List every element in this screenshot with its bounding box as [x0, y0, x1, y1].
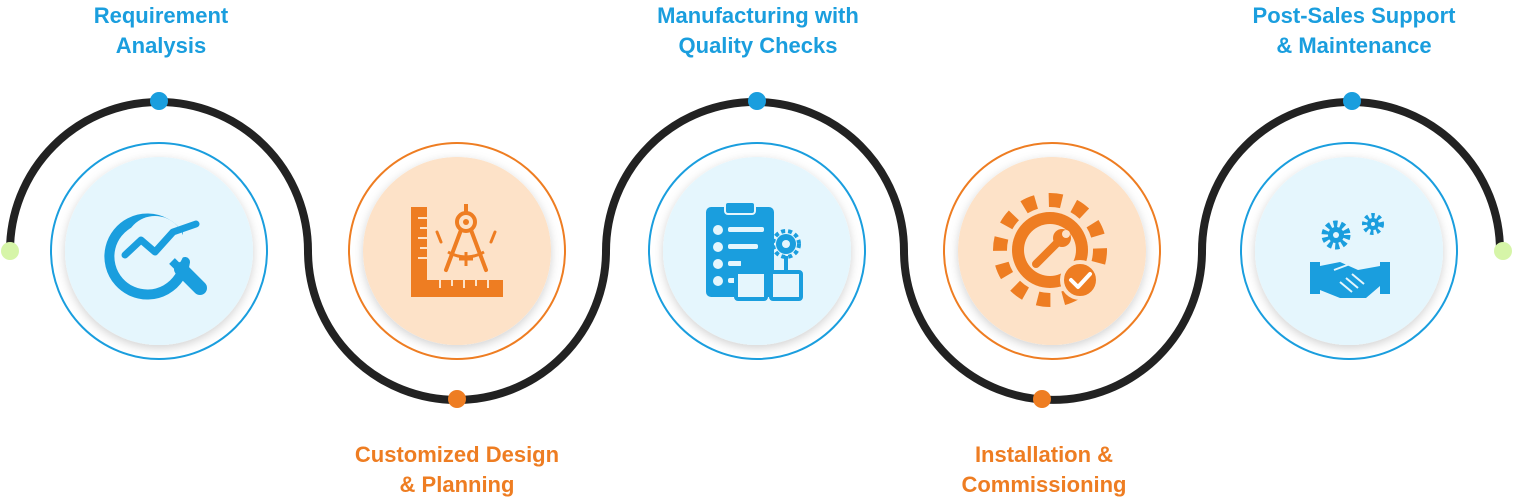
step-4-title-line-1: Installation &: [974, 442, 1114, 467]
step-1-title-line-2: Analysis: [115, 33, 207, 58]
step-3-title-line-2: Quality Checks: [678, 33, 838, 58]
support-handshake-icon: [1310, 213, 1390, 298]
step-3-node: [648, 92, 866, 360]
step-2-title-line-2: & Planning: [399, 472, 515, 497]
step-1-dot: [150, 92, 168, 110]
step-1-node: [50, 92, 268, 360]
gear-wrench-check-icon: [993, 193, 1107, 307]
step-2-node: [348, 142, 566, 408]
step-4-dot: [1033, 390, 1051, 408]
step-1-title-line-1: Requirement: [93, 3, 229, 28]
step-3-title-line-1: Manufacturing with: [657, 3, 859, 28]
step-5-title: Post-Sales Support & Maintenance: [1204, 1, 1504, 61]
analysis-magnifier-icon: [104, 213, 207, 300]
step-4-title-line-2: Commissioning: [961, 472, 1127, 497]
step-2-title-line-1: Customized Design: [354, 442, 560, 467]
step-5-dot: [1343, 92, 1361, 110]
step-1-title: Requirement Analysis: [11, 1, 311, 61]
design-ruler-compass-icon: [411, 204, 503, 297]
step-2-dot: [448, 390, 466, 408]
step-4-title: Installation & Commissioning: [894, 440, 1194, 500]
step-3-dot: [748, 92, 766, 110]
step-5-node: [1240, 92, 1458, 360]
path-end-dot: [1494, 242, 1512, 260]
path-start-dot: [1, 242, 19, 260]
step-2-title: Customized Design & Planning: [307, 440, 607, 500]
step-3-title: Manufacturing with Quality Checks: [608, 1, 908, 61]
manufacturing-checklist-icon: [706, 201, 803, 301]
step-4-node: [943, 142, 1161, 408]
step-5-title-line-1: Post-Sales Support: [1252, 3, 1456, 28]
step-5-title-line-2: & Maintenance: [1276, 33, 1432, 58]
